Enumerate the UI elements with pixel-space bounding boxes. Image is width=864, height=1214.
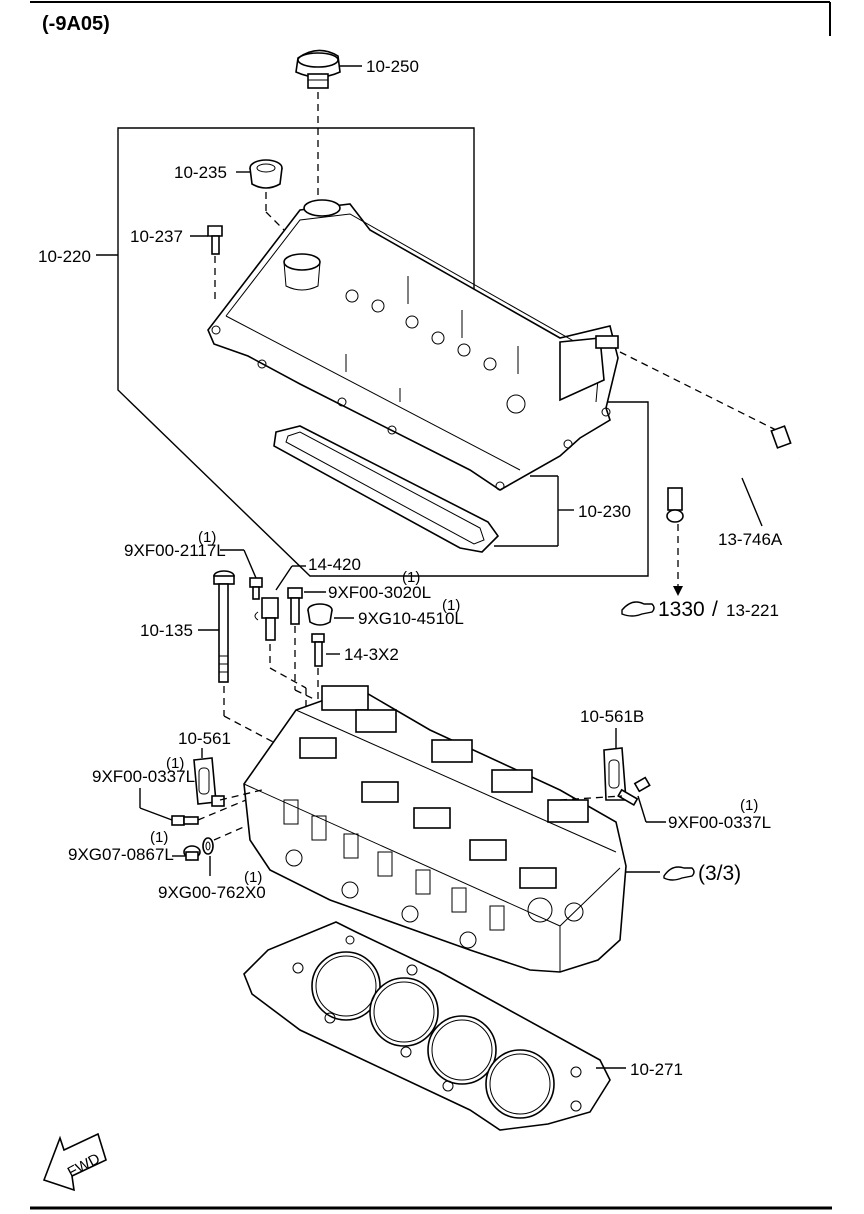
stud-drawing <box>311 633 325 667</box>
qty-bolt-3020: (1) <box>402 569 420 586</box>
qty-bolt-0337-left: (1) <box>166 755 184 772</box>
qty-plug-0867: (1) <box>150 829 168 846</box>
gasket-561b-drawing <box>603 747 627 801</box>
head-gasket-drawing <box>243 921 611 1131</box>
bolt-3020-drawing <box>287 587 303 625</box>
label-oil-seal: 10-235 <box>174 163 227 182</box>
label-cylinder-head-cover: 10-220 <box>38 247 91 266</box>
label-bolt-0337-right: 9XF00-0337L <box>668 813 771 832</box>
label-gasket-561b: 10-561B <box>580 707 644 726</box>
nut-4510-drawing <box>307 603 333 626</box>
gasket-561-drawing <box>193 757 225 807</box>
washer-762-drawing <box>202 837 214 855</box>
bolt-2117-drawing <box>249 577 263 600</box>
plug-0867-drawing <box>183 845 201 861</box>
cylinder-head-cover-drawing <box>207 199 619 491</box>
label-bolt-0337-left: 9XF00-0337L <box>92 767 195 786</box>
label-head-gasket: 10-271 <box>630 1060 683 1079</box>
see-reference-icon-2 <box>663 866 695 881</box>
fwd-arrow-icon <box>42 1132 107 1192</box>
label-stud: 14-3X2 <box>344 645 399 664</box>
label-plug-0867: 9XG07-0867L <box>68 845 174 864</box>
cylinder-head-drawing <box>243 685 627 973</box>
ventilation-hose-drawing <box>666 425 801 523</box>
cover-assembly-bracket <box>117 127 649 577</box>
bolt-0337-right-drawing <box>617 776 651 807</box>
head-bolt-drawing <box>213 570 235 683</box>
label-oil-filler-cap: 10-250 <box>366 57 419 76</box>
sensor-drawing <box>254 597 279 641</box>
reference-3-3[interactable]: (3/3) <box>698 862 741 885</box>
label-bolt: 10-237 <box>130 227 183 246</box>
cover-gasket-drawing <box>273 425 500 553</box>
qty-bolt-0337-right: (1) <box>740 797 758 814</box>
label-head-bolt: 10-135 <box>140 621 193 640</box>
model-range-header: (-9A05) <box>42 13 110 35</box>
label-nut-4510: 9XG10-4510L <box>358 609 464 628</box>
oil-seal-drawing <box>249 159 283 189</box>
qty-bolt-2117: (1) <box>198 529 216 546</box>
label-bolt-3020: 9XF00-3020L <box>328 583 431 602</box>
bolt-0337-left-drawing <box>171 815 199 826</box>
qty-washer-762: (1) <box>244 869 262 886</box>
reference-13-221[interactable]: 13-221 <box>726 601 779 620</box>
label-cover-gasket: 10-230 <box>578 502 631 521</box>
reference-separator: / <box>712 598 718 621</box>
label-bolt-2117: 9XF00-2117L <box>124 541 226 560</box>
reference-1330[interactable]: 1330 <box>658 598 705 621</box>
oil-filler-cap-drawing <box>295 49 341 89</box>
label-washer-762: 9XG00-762X0 <box>158 883 266 902</box>
qty-nut-4510: (1) <box>442 597 460 614</box>
bolt-drawing <box>207 225 223 255</box>
label-sensor: 14-420 <box>308 555 361 574</box>
see-reference-icon <box>621 601 655 617</box>
arrow-down-icon <box>673 586 683 596</box>
label-ventilation-hose: 13-746A <box>718 530 783 549</box>
label-gasket-561: 10-561 <box>178 729 231 748</box>
